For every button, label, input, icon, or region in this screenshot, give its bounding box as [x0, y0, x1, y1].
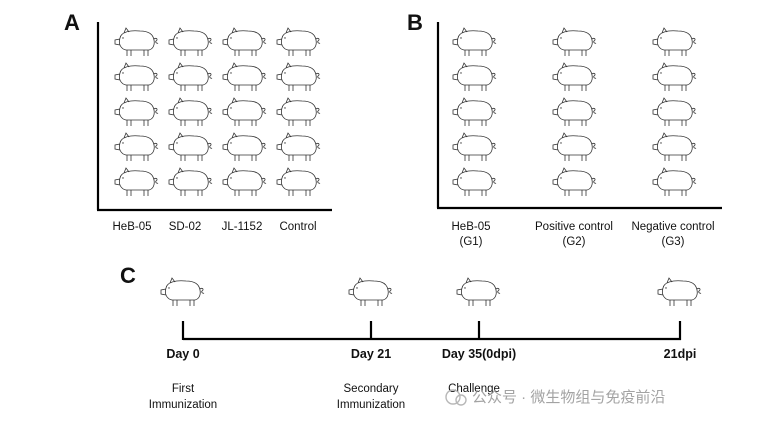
panel-a-group-label: JL-1152 — [222, 221, 263, 233]
pig-icon — [552, 167, 597, 197]
pig-icon — [552, 27, 597, 57]
timeline-event-label: Secondary — [344, 383, 399, 395]
pig-icon — [452, 132, 497, 162]
panel-c-letter: C — [120, 263, 136, 288]
pig-icon — [168, 97, 213, 127]
pig-icon — [552, 62, 597, 92]
panel-b: B HeB-05 (G1) Positive control (G2) Nega… — [407, 10, 722, 248]
pig-icon — [652, 132, 697, 162]
panel-a-group-label: SD-02 — [169, 221, 202, 233]
pig-icon — [114, 27, 159, 57]
panel-b-group-code: (G2) — [563, 236, 586, 248]
pig-icon — [276, 167, 321, 197]
timeline-day-label: 21dpi — [664, 347, 697, 361]
timeline-day-label: Day 0 — [166, 347, 199, 361]
pig-icon — [168, 132, 213, 162]
timeline-event-label: Immunization — [149, 399, 217, 411]
timeline-pig-icon — [348, 277, 393, 307]
pig-icon — [652, 97, 697, 127]
pig-icon — [652, 27, 697, 57]
panel-a: A HeB-05 SD-02 JL-1152 Control — [64, 10, 332, 233]
watermark-text: 公众号 · 微生物组与免疫前沿 — [472, 389, 665, 406]
pig-icon — [552, 132, 597, 162]
pig-icon — [276, 97, 321, 127]
pig-icon — [276, 132, 321, 162]
pig-icon — [452, 167, 497, 197]
timeline-pig-icon — [657, 277, 702, 307]
pig-icon — [552, 97, 597, 127]
pig-icon — [114, 62, 159, 92]
pig-icon — [652, 62, 697, 92]
pig-icon — [222, 167, 267, 197]
panel-a-group-label: HeB-05 — [113, 221, 152, 233]
pig-icon — [114, 97, 159, 127]
panel-b-group-code: (G3) — [662, 236, 685, 248]
pig-icon — [222, 97, 267, 127]
pig-icon — [452, 97, 497, 127]
panel-b-group-name: Positive control — [535, 221, 613, 233]
pig-icon — [222, 27, 267, 57]
pig-icon — [276, 62, 321, 92]
pig-icon — [652, 167, 697, 197]
panel-b-group-code: (G1) — [460, 236, 483, 248]
wechat-logo-icon — [445, 389, 461, 405]
panel-c: C Day 0 Day 21 Day 35(0dpi) 21dpi First … — [120, 263, 702, 411]
panel-b-group-name: Negative control — [631, 221, 714, 233]
panel-b-letter: B — [407, 10, 423, 35]
pig-icon — [114, 167, 159, 197]
timeline-day-label: Day 21 — [351, 347, 391, 361]
timeline-event-label: Immunization — [337, 399, 405, 411]
pig-icon — [168, 167, 213, 197]
pig-icon — [222, 132, 267, 162]
panel-a-group-label: Control — [279, 221, 316, 233]
panel-b-group-name: HeB-05 — [452, 221, 491, 233]
timeline-pig-icon — [456, 277, 501, 307]
timeline-pig-icon — [160, 277, 205, 307]
wechat-logo-icon — [455, 394, 467, 406]
pig-icon — [222, 62, 267, 92]
timeline-event-label: Challenge — [448, 383, 500, 395]
pig-icon — [168, 27, 213, 57]
watermark: 公众号 · 微生物组与免疫前沿 — [445, 389, 665, 406]
panel-a-letter: A — [64, 10, 80, 35]
pig-icon — [452, 62, 497, 92]
timeline-day-label: Day 35(0dpi) — [442, 347, 516, 361]
timeline-event-label: First — [172, 383, 195, 395]
pig-icon — [168, 62, 213, 92]
pig-icon — [452, 27, 497, 57]
panel-b-pig-grid — [452, 27, 697, 197]
pig-icon — [114, 132, 159, 162]
panel-a-pig-grid — [114, 27, 321, 197]
pig-icon — [276, 27, 321, 57]
